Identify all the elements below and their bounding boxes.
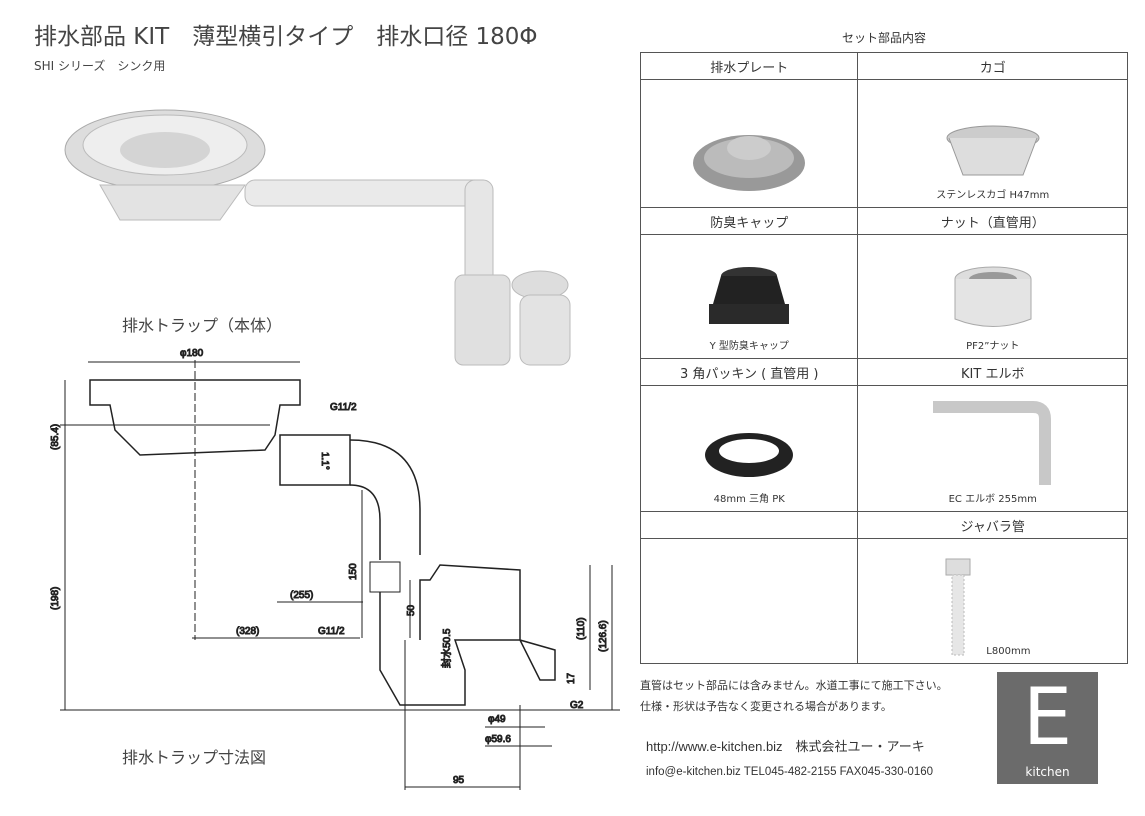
part-name: 防臭キャップ	[639, 207, 859, 235]
contact-website-company: http://www.e-kitchen.biz 株式会社ユー・アーキ	[646, 739, 925, 754]
dim-198: (198)	[50, 587, 61, 610]
nut-image	[954, 266, 1032, 327]
packing-image	[705, 433, 794, 477]
trap-photo	[64, 109, 571, 366]
drain-plate-image	[693, 135, 806, 191]
dim-g11-2-top: G11/2	[330, 402, 357, 413]
note: 仕様・形状は予告なく変更される場合があります。	[640, 701, 892, 713]
set-parts-title: セット部品内容	[841, 31, 926, 45]
part-name: ジャバラ管	[857, 511, 1128, 539]
part-cell: PF2”ナット	[857, 234, 1128, 359]
elbow-image	[932, 401, 1051, 485]
part-cell	[639, 79, 859, 208]
contact-email-phone: info@e-kitchen.biz TEL045-482-2155 FAX04…	[646, 766, 934, 778]
part-cell: ステンレスカゴ H47mm	[857, 79, 1128, 208]
dim-328: (328)	[236, 626, 259, 637]
part-cell: Y 型防臭キャップ	[639, 234, 859, 359]
part-cell: L800mm	[857, 538, 1128, 664]
notes: 直管はセット部品には含みません。水道工事にて施工下さい。 仕様・形状は予告なく変…	[640, 676, 948, 718]
drawing-lines	[60, 360, 620, 790]
dim-255: (255)	[290, 590, 313, 601]
dim-g11-2-bottom: G11/2	[318, 626, 345, 637]
note: 直管はセット部品には含みません。水道工事にて施工下さい。	[640, 680, 948, 692]
part-cell: EC エルボ 255mm	[857, 385, 1128, 512]
part-name	[639, 511, 859, 539]
part-name: ナット（直管用）	[857, 207, 1128, 235]
logo-letter: E	[1022, 673, 1073, 763]
dim-150: 150	[348, 563, 359, 580]
logo-text: kitchen	[1025, 765, 1070, 779]
dim-85-4: (85.4)	[50, 424, 61, 450]
part-name: KIT エルボ	[857, 358, 1128, 386]
dim-d180: φ180	[180, 348, 204, 359]
basket-image	[946, 125, 1040, 176]
dimension-drawing: φ180 G11/2 (85.4) (198) 1.1° 150 (255) 5…	[50, 348, 620, 790]
part-cell-empty	[639, 538, 859, 664]
bellows-pipe-image	[945, 558, 971, 656]
dim-g2: G2	[570, 700, 584, 711]
drawing-caption: 排水トラップ寸法図	[122, 748, 267, 767]
set-parts-table: 排水プレートカゴ ステンレスカゴ H47mm 防臭キャップナット（直管用） Y …	[639, 52, 1128, 664]
e-kitchen-logo: E kitchen	[997, 672, 1098, 784]
part-cell: 48mm 三角 PK	[639, 385, 859, 512]
dim-d49: φ49	[488, 714, 506, 725]
dim-126-6: (126.6)	[598, 620, 609, 652]
part-name: 3 角パッキン ( 直管用 )	[639, 358, 859, 386]
page-subtitle: SHI シリーズ シンク用	[34, 59, 166, 73]
part-name: カゴ	[857, 52, 1128, 80]
dim-angle: 1.1°	[319, 452, 330, 470]
dim-seal-water: 封水50.5	[440, 628, 453, 668]
dim-d59-6: φ59.6	[485, 734, 511, 745]
dim-110: (110)	[576, 617, 587, 640]
odor-cap-image	[709, 267, 790, 324]
dim-95: 95	[453, 775, 465, 786]
page-title: 排水部品 KIT 薄型横引タイプ 排水口径 180Φ	[34, 24, 538, 50]
dim-50: 50	[406, 604, 417, 616]
part-name: 排水プレート	[639, 52, 859, 80]
dim-17: 17	[566, 672, 577, 684]
photo-caption: 排水トラップ（本体）	[122, 316, 283, 335]
